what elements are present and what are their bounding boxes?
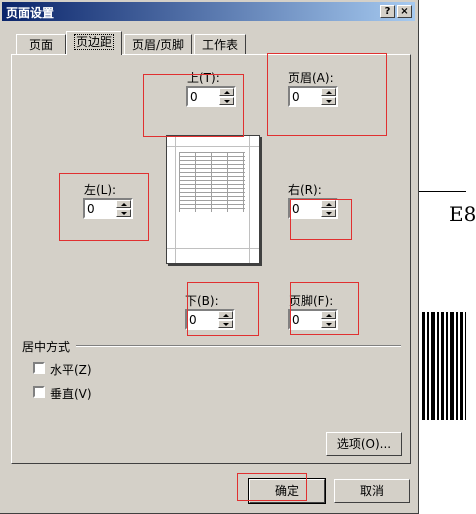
spin-up-icon[interactable] [218,311,233,319]
vertical-label: 垂直(V) [50,387,92,401]
spin-up-icon[interactable] [219,88,234,96]
ok-button[interactable]: 确定 [248,478,326,504]
preview-grid [179,152,245,212]
title-bar: 页面设置 ? × [2,2,415,21]
spin-down-icon[interactable] [321,97,336,105]
left-margin-label: 左(L): [84,183,117,197]
spin-down-icon[interactable] [219,97,234,105]
options-button[interactable]: 选项(O)... [326,432,402,456]
tab-header-footer[interactable]: 页眉/页脚 [124,34,192,54]
background-text: E8 [449,202,476,226]
right-margin-value: 0 [292,202,300,216]
help-button[interactable]: ? [380,5,395,18]
margins-panel [11,54,411,464]
vertical-checkbox[interactable] [33,386,45,398]
bottom-margin-value: 0 [189,313,197,327]
header-margin-spinner[interactable]: 0 [288,86,338,107]
right-margin-label: 右(R): [288,183,322,197]
spin-down-icon[interactable] [321,209,336,217]
horizontal-label: 水平(Z) [50,363,92,377]
tab-page[interactable]: 页面 [16,34,66,54]
tab-sheet[interactable]: 工作表 [194,34,246,54]
top-margin-spinner[interactable]: 0 [186,86,236,107]
header-margin-label: 页眉(A): [288,71,334,85]
spin-up-icon[interactable] [116,200,131,208]
spin-up-icon[interactable] [321,311,336,319]
spin-down-icon[interactable] [321,320,336,328]
page-setup-dialog: 页面设置 ? × 页面 页边距 页眉/页脚 工作表 上(T): 0 页眉(A):… [0,0,419,514]
right-margin-spinner[interactable]: 0 [288,198,338,219]
top-margin-value: 0 [190,90,198,104]
top-margin-label: 上(T): [187,71,220,85]
page-preview [166,135,260,264]
tab-margins[interactable]: 页边距 [66,31,122,55]
spin-up-icon[interactable] [321,88,336,96]
barcode-image [420,312,466,420]
dialog-title: 页面设置 [6,6,55,20]
bottom-margin-label: 下(B): [185,294,219,308]
bottom-margin-spinner[interactable]: 0 [185,309,235,330]
group-divider [76,345,401,347]
footer-margin-label: 页脚(F): [289,294,334,308]
left-margin-spinner[interactable]: 0 [83,198,133,219]
cancel-button[interactable]: 取消 [334,479,410,503]
left-margin-value: 0 [87,202,95,216]
center-group-title: 居中方式 [22,340,71,354]
spin-down-icon[interactable] [116,209,131,217]
header-margin-value: 0 [292,90,300,104]
footer-margin-value: 0 [292,313,300,327]
horizontal-checkbox[interactable] [33,362,45,374]
spin-up-icon[interactable] [321,200,336,208]
background-rule [419,191,466,192]
spin-down-icon[interactable] [218,320,233,328]
close-button[interactable]: × [397,5,412,18]
footer-margin-spinner[interactable]: 0 [288,309,338,330]
